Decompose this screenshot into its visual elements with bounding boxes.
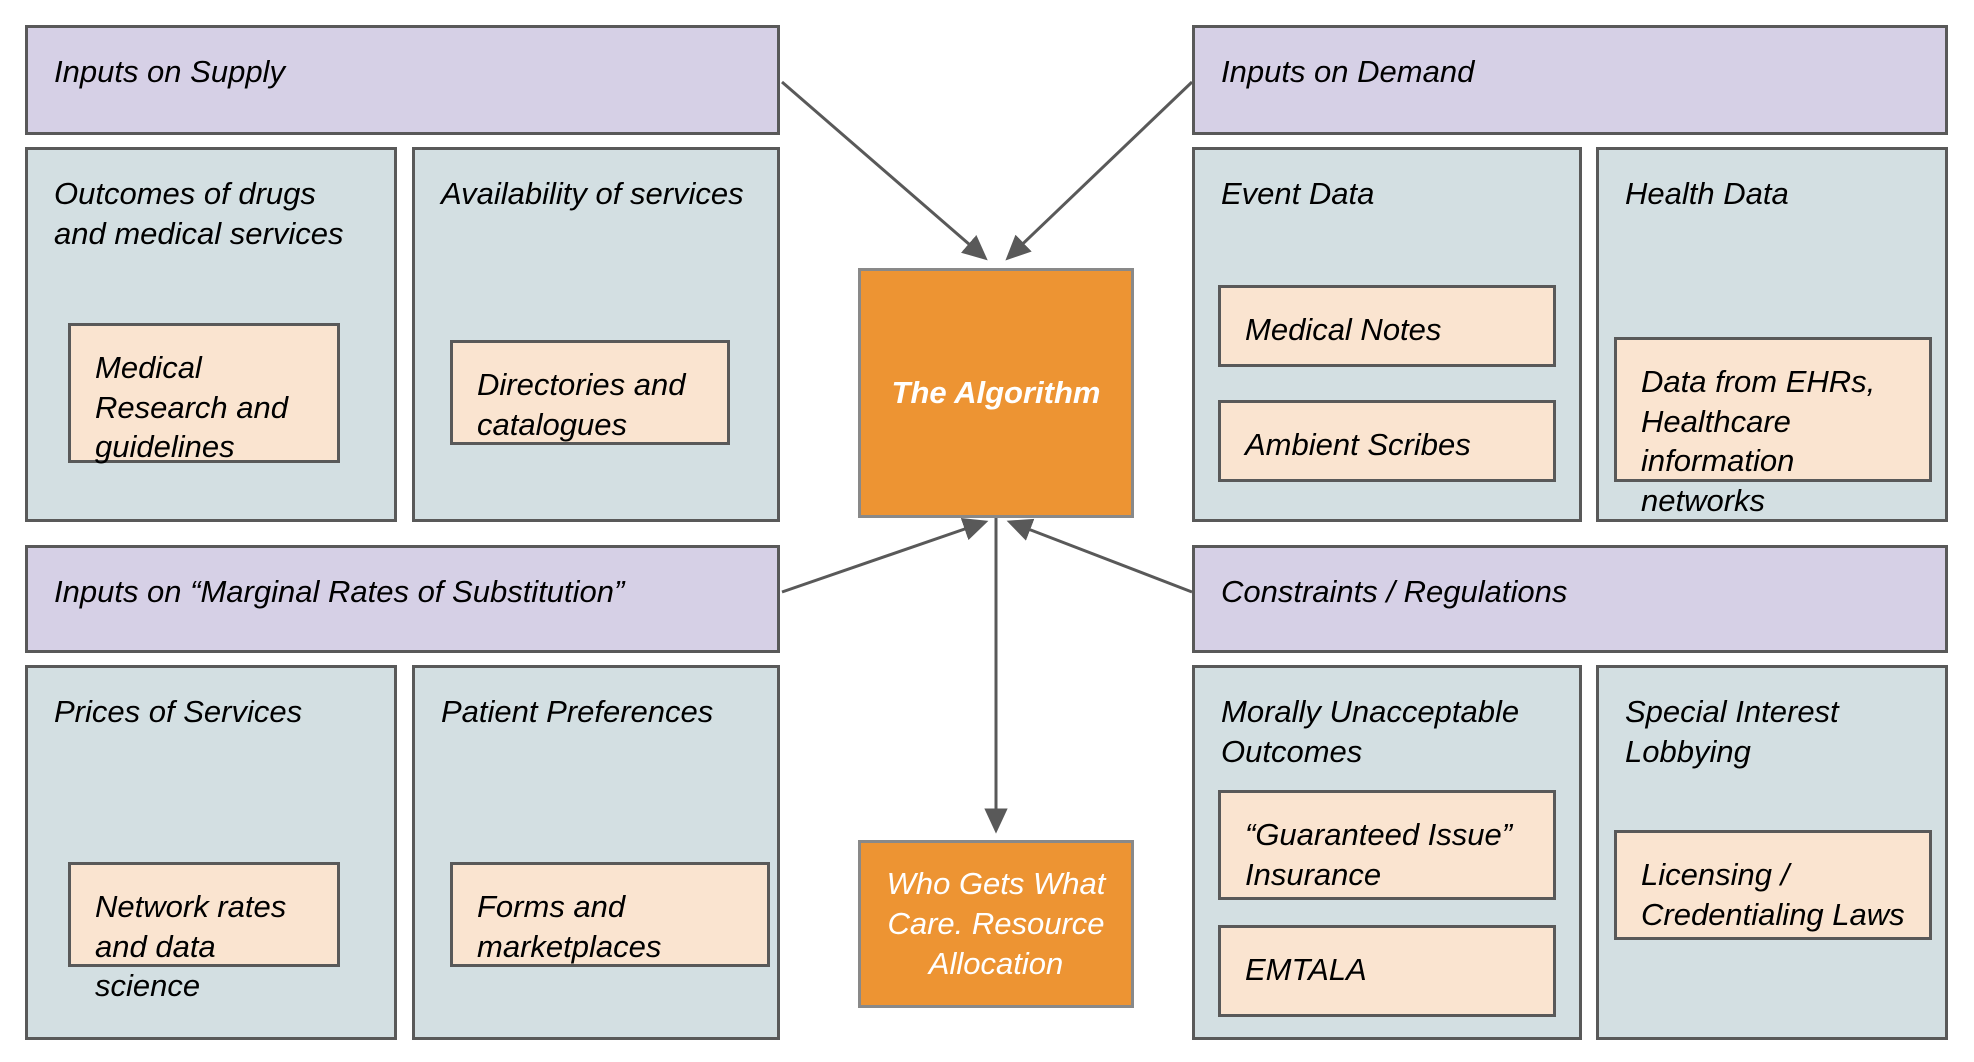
leaf-guaranteed-issue-insurance[interactable]: “Guaranteed Issue” Insurance — [1218, 790, 1556, 900]
leaf-data-from-ehrs[interactable]: Data from EHRs, Healthcare information n… — [1614, 337, 1932, 518]
leaf-emtala[interactable]: EMTALA — [1218, 925, 1556, 1017]
panel-patient-preferences[interactable]: Patient Preferences — [412, 665, 780, 1040]
arrow-supply-to-algorithm — [781, 80, 988, 261]
leaf-ambient-scribes[interactable]: Ambient Scribes — [1218, 400, 1556, 482]
leaf-network-rates-and-data-science[interactable]: Network rates and data science — [68, 862, 340, 1003]
arrow-mrs-to-algorithm — [781, 517, 989, 594]
group-header-constraints-regulations[interactable]: Constraints / Regulations — [1192, 545, 1948, 653]
arrow-demand-to-algorithm — [1005, 80, 1194, 261]
leaf-medical-notes[interactable]: Medical Notes — [1218, 285, 1556, 367]
output-node[interactable]: Who Gets What Care. Resource Allocation — [858, 840, 1134, 1008]
panel-availability-of-services[interactable]: Availability of services — [412, 147, 780, 522]
leaf-medical-research-and-guidelines[interactable]: Medical Research and guidelines — [68, 323, 340, 464]
leaf-forms-and-marketplaces[interactable]: Forms and marketplaces — [450, 862, 770, 967]
group-header-supply[interactable]: Inputs on Supply — [25, 25, 780, 135]
leaf-directories-and-catalogues[interactable]: Directories and catalogues — [450, 340, 730, 445]
panel-prices-of-services[interactable]: Prices of Services — [25, 665, 397, 1040]
leaf-licensing-credentialing-laws[interactable]: Licensing / Credentialing Laws — [1614, 830, 1932, 940]
group-header-marginal-rates-of-substitution[interactable]: Inputs on “Marginal Rates of Substitutio… — [25, 545, 780, 653]
algorithm-node[interactable]: The Algorithm — [858, 268, 1134, 518]
group-header-demand[interactable]: Inputs on Demand — [1192, 25, 1948, 135]
arrow-constraints-to-algorithm — [1006, 518, 1193, 594]
